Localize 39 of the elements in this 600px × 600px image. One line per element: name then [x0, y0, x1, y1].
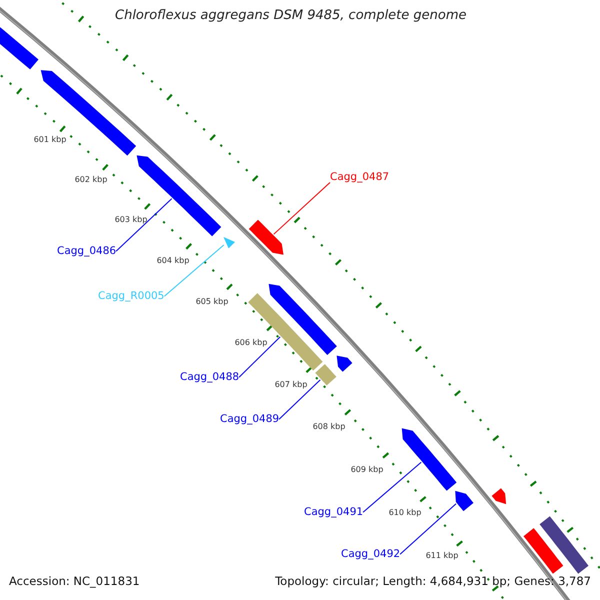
leader-line — [116, 198, 172, 252]
gene-bar — [524, 528, 564, 574]
tick-label: 611 kbp — [426, 552, 458, 560]
gene-label: Cagg_0491 — [304, 507, 364, 518]
tick-label: 602 kbp — [74, 176, 108, 184]
tick-label: 605 kbp — [196, 298, 228, 306]
leader-line — [400, 503, 457, 555]
gene-bar — [315, 364, 336, 386]
genome-stats-text: Topology: circular; Length: 4,684,931 bp; Genes: 3,787 — [275, 575, 591, 588]
gene-feature — [492, 488, 506, 504]
tick-label: 610 kbp — [388, 509, 422, 517]
tick-label: 609 kbp — [350, 466, 384, 474]
leader-line — [238, 336, 281, 378]
accession-text: Accession: NC_011831 — [9, 575, 140, 588]
tick-label: 608 kbp — [312, 423, 346, 431]
gene-bar — [248, 293, 323, 371]
gene-label: Cagg_0487 — [330, 172, 390, 182]
tick-label: 604 kbp — [156, 257, 190, 265]
gene-feature — [336, 356, 352, 372]
leader-line — [164, 244, 224, 297]
gene-feature — [268, 284, 337, 355]
leader-line — [273, 182, 330, 235]
gene-label: Cagg_0489 — [220, 414, 280, 424]
map-title: Chloroflexus aggregans DSM 9485, complete genome — [115, 9, 467, 22]
tick-label: 607 kbp — [274, 381, 308, 389]
gene-feature — [224, 237, 235, 248]
leader-line — [278, 379, 321, 420]
gene-feature — [248, 220, 284, 255]
gene-label: Cagg_0488 — [180, 372, 240, 382]
gene-label: Cagg_0492 — [341, 549, 400, 560]
tick-label: 603 kbp — [114, 216, 148, 224]
gene-feature — [455, 490, 474, 512]
gene-label: Cagg_R0005 — [98, 291, 164, 302]
tick-label: 606 kbp — [234, 339, 268, 347]
gene-feature — [402, 428, 457, 491]
leader-line — [362, 462, 422, 513]
gene-label: Cagg_0486 — [57, 246, 116, 256]
gene-bar — [540, 516, 588, 574]
tick-label: 601 kbp — [34, 136, 66, 144]
